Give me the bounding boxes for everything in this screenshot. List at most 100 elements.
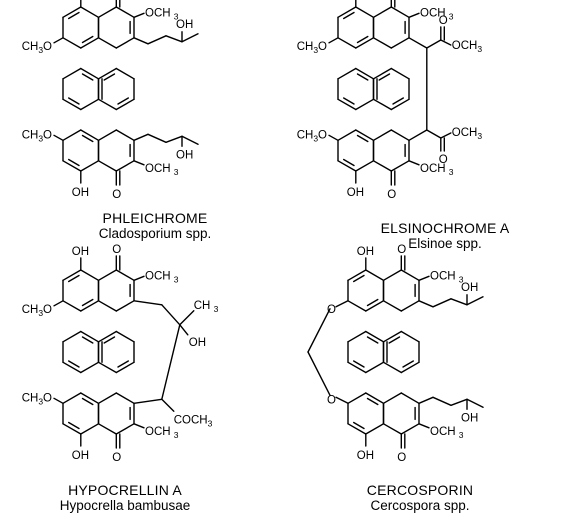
ring-bottom-left-bond — [80, 160, 100, 172]
ester-bond-bottom — [426, 129, 442, 139]
double-bond-line — [388, 336, 401, 344]
ring-top-left-bond — [347, 269, 367, 281]
ring-top-left-bond — [365, 300, 385, 312]
ring-center-left-bond — [355, 98, 375, 111]
ring-bottom-left-bond — [62, 423, 82, 435]
hydroxyl-bottom: OH — [357, 450, 374, 462]
double-bond-line — [343, 158, 355, 167]
compound-name: CERCOSPORIN — [366, 482, 474, 498]
caption-hypocrellin: HYPOCRELLIN A Hypocrella bambusae — [5, 482, 245, 513]
hydroxyl-top: OH — [72, 246, 89, 258]
double-bond-line — [67, 360, 80, 368]
double-bond-line — [117, 97, 130, 105]
ring-top-right-bond — [115, 37, 135, 49]
side-chain-top-bond — [133, 37, 149, 45]
compound-name: HYPOCRELLIN A — [68, 482, 182, 498]
carbonyl-o-bottom: O — [397, 452, 406, 464]
bridge-o-bottom: O — [327, 394, 336, 406]
ring-center-right-bond — [115, 98, 135, 111]
double-bond-line — [67, 274, 80, 283]
side-chain-bottom-bond — [181, 135, 199, 146]
bridge-bond — [335, 396, 349, 404]
ring-top-left-bond — [337, 6, 357, 18]
ring-top-left-bond — [347, 300, 367, 312]
ring-bottom-right-bond — [97, 160, 118, 172]
seven-ring-bond — [161, 304, 181, 326]
ring-bottom-left-bond — [365, 392, 385, 404]
double-bond-line — [81, 336, 94, 344]
carbonyl-o-bottom: O — [112, 189, 121, 201]
side-chain-top-bond — [432, 298, 452, 308]
ring-top-left-bond — [80, 269, 100, 281]
ring-top-right-bond — [97, 6, 118, 18]
ring-bottom-right-bond — [97, 392, 118, 404]
ester-och3-top: OCH3 — [452, 40, 483, 54]
ring-bottom-left-bond — [347, 392, 367, 404]
compound-name: PHLEICHROME — [102, 210, 208, 226]
seven-ring-bond — [133, 300, 163, 306]
ring-center-right-bond — [400, 330, 420, 343]
double-bond-line — [356, 35, 369, 44]
ring-center-left-bond — [337, 98, 357, 111]
side-chain-top-oh: OH — [461, 282, 478, 294]
double-bond-line — [343, 97, 355, 105]
ring-bottom-left-bond — [62, 392, 82, 404]
double-bond-line — [81, 397, 94, 406]
ring-center-left-bond — [62, 67, 82, 80]
methoxy-bond-right-bottom — [418, 423, 430, 429]
double-bond-line — [81, 73, 94, 81]
side-chain-bottom-bond — [165, 135, 183, 144]
ester-o-bottom: O — [439, 154, 448, 166]
ring-top-right-bond — [390, 37, 410, 49]
ring-top-right-bond — [115, 6, 135, 18]
organism-name: Elsinoe spp. — [408, 236, 482, 251]
side-chain-bottom-bond — [432, 396, 452, 406]
ring-top-right-bond — [97, 37, 118, 49]
side-chain-bottom-bond — [450, 398, 468, 406]
ring-bottom-right-bond — [115, 392, 135, 404]
extra-ring-bond — [408, 129, 428, 142]
methoxy-right-bottom: OCH 3 — [145, 163, 179, 177]
caption-phleichrome: PHLEICHROME Cladosporium spp. — [35, 210, 275, 241]
ester-bond-top — [440, 39, 452, 46]
side-chain-bottom-oh: OH — [176, 149, 193, 161]
ring-top-right-bond — [97, 269, 118, 281]
methoxy-bond-left-bottom — [328, 134, 339, 142]
methoxy-left-top: CH3O — [22, 304, 52, 318]
double-bond-line — [103, 73, 116, 81]
double-bond-line — [81, 35, 94, 44]
methyl: CH 3 — [194, 300, 219, 314]
double-bond-line — [81, 298, 94, 307]
methoxy-bond-right-top — [133, 12, 145, 18]
ring-center-left-bond — [62, 361, 82, 374]
carbonyl-o-top: O — [112, 244, 121, 256]
double-bond-line — [343, 11, 355, 20]
ring-bottom-right-bond — [115, 129, 135, 142]
ring-bottom-right-bond — [115, 423, 135, 435]
ring-top-right-bond — [382, 300, 402, 312]
ring-center-right-bond — [97, 361, 118, 374]
ring-center-right-bond — [115, 330, 135, 343]
methoxy-right-bottom: OCH 3 — [430, 426, 464, 440]
double-bond-line — [353, 421, 365, 430]
caption-cercosporin: CERCOSPORIN Cercospora spp. — [300, 482, 540, 513]
ring-center-left-bond — [80, 361, 100, 374]
bridge-bond — [335, 300, 349, 308]
ring-top-left-bond — [62, 37, 82, 49]
ring-top-left-bond — [365, 269, 385, 281]
ring-top-left-bond — [355, 37, 375, 49]
methoxy-bond-left-bottom — [53, 397, 64, 404]
methoxy-bond-right-top — [133, 275, 145, 281]
ring-top-left-bond — [80, 37, 100, 49]
methoxy-left-bottom: CH3O — [22, 392, 52, 406]
ring-center-left-bond — [347, 330, 367, 343]
ring-center-left-bond — [62, 330, 82, 343]
ring-top-right-bond — [97, 300, 118, 312]
ring-bottom-left-bond — [365, 423, 385, 435]
acetyl: COCH3 — [174, 414, 213, 428]
ring-bottom-left-bond — [80, 392, 100, 404]
ester-och3-bottom: OCH3 — [452, 127, 483, 141]
